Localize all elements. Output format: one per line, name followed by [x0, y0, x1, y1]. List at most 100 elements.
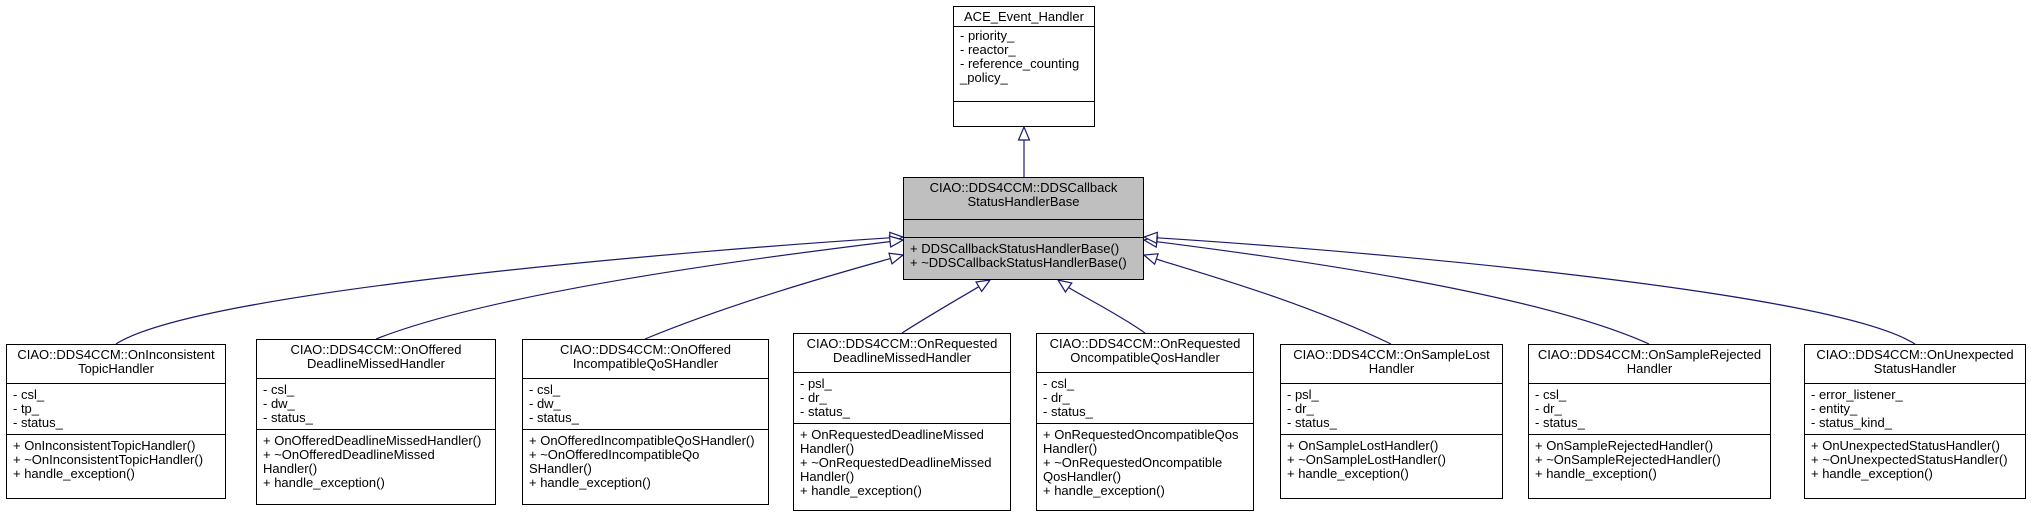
- inheritance-arrowhead: [1056, 279, 1073, 294]
- attribute-line: - dw_: [263, 396, 295, 411]
- attribute-section: - csl_- dw_- status_: [523, 378, 768, 429]
- class-name-line: CIAO::DDS4CCM::OnRequested: [1049, 336, 1241, 351]
- operation-line: + OnSampleLostHandler(): [1287, 438, 1439, 453]
- class-name-line: CIAO::DDS4CCM::OnSampleLost: [1293, 347, 1490, 362]
- attribute-line: - entity_: [1811, 401, 1858, 416]
- operation-section: + OnOfferedDeadlineMissedHandler()+ ~OnO…: [257, 429, 495, 494]
- attribute-line: - csl_: [13, 387, 45, 402]
- operation-line: + ~OnOfferedDeadlineMissed: [263, 447, 435, 462]
- attribute-line: - tp_: [13, 401, 40, 416]
- attribute-section: - error_listener_- entity_- status_kind_: [1805, 383, 2025, 434]
- attribute-line: - dr_: [800, 390, 827, 405]
- inheritance-edge: [644, 257, 891, 340]
- attribute-line: - status_kind_: [1811, 415, 1892, 430]
- operation-line: + OnRequestedDeadlineMissed: [800, 427, 984, 442]
- attribute-line: - error_listener_: [1811, 387, 1903, 402]
- inheritance-arrowhead: [1142, 253, 1159, 266]
- attribute-line: - csl_: [529, 382, 561, 397]
- attribute-line: - priority_: [960, 28, 1015, 43]
- operation-line: Handler(): [1043, 441, 1098, 456]
- class-name-line: IncompatibleQoSHandler: [572, 356, 719, 371]
- attribute-line: - status_: [1535, 415, 1585, 430]
- inheritance-edge: [375, 240, 891, 340]
- operation-line: + handle_exception(): [1043, 483, 1165, 498]
- operation-line: + OnOfferedDeadlineMissedHandler(): [263, 433, 482, 448]
- inheritance-arrowhead: [888, 252, 905, 265]
- operation-line: + handle_exception(): [1811, 466, 1933, 481]
- attribute-line: - reference_counting: [960, 56, 1080, 71]
- operation-line: + handle_exception(): [1535, 466, 1657, 481]
- inheritance-edge: [901, 286, 980, 334]
- operation-line: SHandler(): [529, 461, 592, 476]
- operation-section: + OnSampleLostHandler()+ ~OnSampleLostHa…: [1281, 434, 1502, 485]
- inheritance-edge: [1156, 237, 1916, 345]
- attribute-line: - status_: [800, 404, 850, 419]
- inheritance-edge: [1068, 287, 1146, 334]
- attribute-line: - psl_: [800, 376, 832, 391]
- operation-line: + handle_exception(): [800, 483, 922, 498]
- operation-section: + OnUnexpectedStatusHandler()+ ~OnUnexpe…: [1805, 434, 2025, 485]
- operation-line: + OnOfferedIncompatibleQoSHandler(): [529, 433, 755, 448]
- attribute-line: - status_: [1043, 404, 1093, 419]
- inheritance-edge: [1156, 241, 1650, 345]
- inheritance-edge: [115, 237, 891, 345]
- attribute-section: - psl_- dr_- status_: [794, 372, 1010, 423]
- class-name-line: Handler: [1368, 361, 1415, 376]
- class-name-line: CIAO::DDS4CCM::OnUnexpected: [1816, 347, 2014, 362]
- attribute-line: - csl_: [263, 382, 295, 397]
- inheritance-edge: [1156, 258, 1392, 345]
- attribute-section: - psl_- dr_- status_: [1281, 383, 1502, 434]
- class-name-line: DeadlineMissedHandler: [832, 350, 972, 365]
- operation-line: Handler(): [263, 461, 318, 476]
- class-ace-event-handler[interactable]: ACE_Event_Handler - priority_- reactor_-…: [953, 6, 1095, 127]
- operation-line: + ~DDSCallbackStatusHandlerBase(): [910, 255, 1127, 270]
- class-name-line: CIAO::DDS4CCM::OnRequested: [806, 336, 998, 351]
- inheritance-arrowhead: [1017, 125, 1031, 141]
- attribute-line: - csl_: [1535, 387, 1567, 402]
- operation-line: Handler(): [800, 469, 855, 484]
- operation-section: + OnSampleRejectedHandler()+ ~OnSampleRe…: [1529, 434, 1770, 485]
- attribute-line: - status_: [1287, 415, 1337, 430]
- attribute-section: - csl_- dw_- status_: [257, 378, 495, 429]
- attribute-section: - csl_- tp_- status_: [7, 383, 225, 434]
- attribute-section: - csl_- dr_- status_: [1037, 372, 1253, 423]
- attribute-line: - dr_: [1043, 390, 1070, 405]
- operation-line: + ~OnUnexpectedStatusHandler(): [1811, 452, 2008, 467]
- class-name-line: CIAO::DDS4CCM::DDSCallback: [929, 180, 1118, 195]
- operation-line: + handle_exception(): [13, 466, 135, 481]
- operation-line: + handle_exception(): [529, 475, 651, 490]
- operation-line: QosHandler(): [1043, 469, 1122, 484]
- operation-section: + OnOfferedIncompatibleQoSHandler()+ ~On…: [523, 429, 768, 494]
- attribute-section: [904, 219, 1143, 237]
- attribute-line: - dw_: [529, 396, 561, 411]
- attribute-line: _policy_: [960, 70, 1008, 85]
- attribute-line: - dr_: [1287, 401, 1314, 416]
- class-name-line: OncompatibleQosHandler: [1070, 350, 1220, 365]
- operation-line: + OnRequestedOncompatibleQos: [1043, 427, 1239, 442]
- class-name-line: DeadlineMissedHandler: [306, 356, 446, 371]
- operation-line: Handler(): [800, 441, 855, 456]
- attribute-line: - status_: [529, 410, 579, 425]
- class-title: ACE_Event_Handler: [964, 9, 1084, 24]
- operation-section: [954, 101, 1094, 117]
- operation-section: + OnInconsistentTopicHandler()+ ~OnIncon…: [7, 434, 225, 485]
- class-name-line: StatusHandlerBase: [967, 194, 1080, 209]
